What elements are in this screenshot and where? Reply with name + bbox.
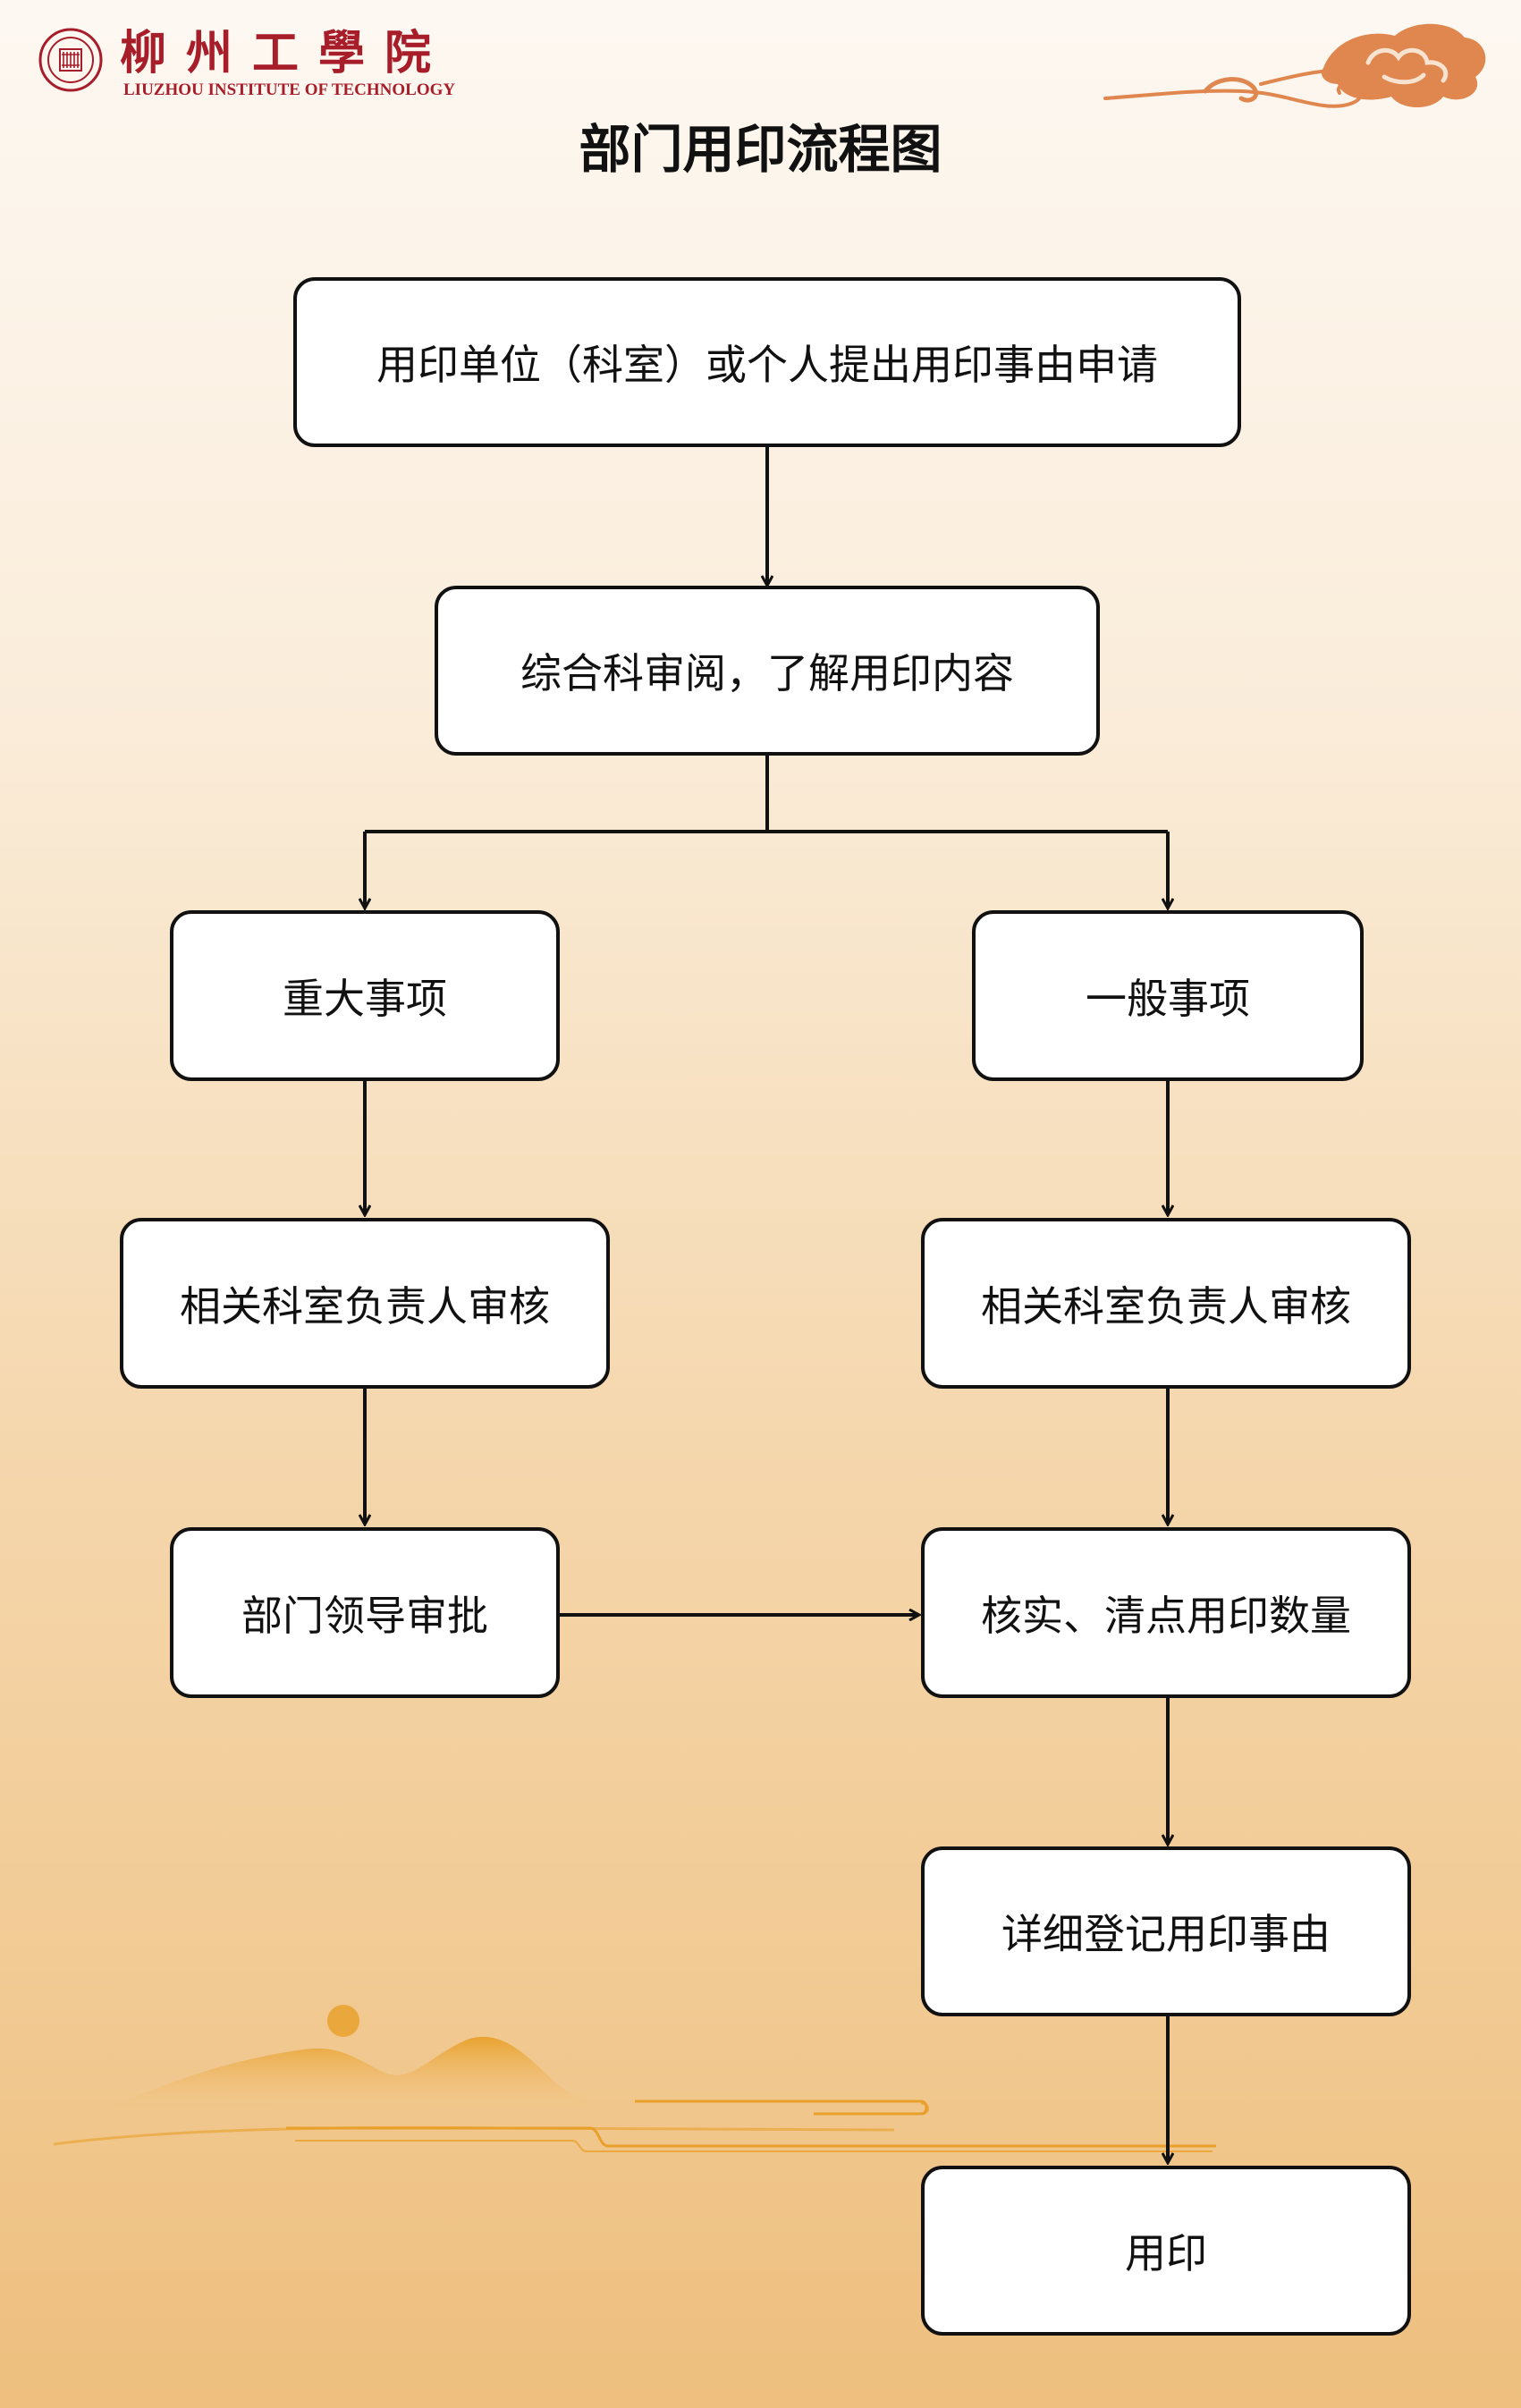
node-general-head-review: 相关科室负责人审核 — [921, 1218, 1411, 1389]
node-stamp: 用印 — [921, 2166, 1411, 2336]
institute-name-cn: 柳州工學院 — [120, 26, 452, 80]
institute-name-en: LIUZHOU INSTITUTE OF TECHNOLOGY — [123, 80, 456, 99]
page-title: 部门用印流程图 — [579, 119, 942, 180]
node-register: 详细登记用印事由 — [921, 1846, 1411, 2016]
node-major-head-review: 相关科室负责人审核 — [120, 1218, 610, 1389]
node-major-matter: 重大事项 — [170, 910, 560, 1081]
cloud-decoration — [1103, 23, 1486, 108]
node-general-matter: 一般事项 — [972, 910, 1364, 1081]
mountain-decoration — [53, 2005, 1216, 2152]
node-apply: 用印单位（科室）或个人提出用印事由申请 — [293, 277, 1241, 447]
node-dept-leader-approve: 部门领导审批 — [170, 1527, 560, 1698]
institute-seal-icon — [38, 28, 103, 92]
institute-logo: 柳州工學院 LIUZHOU INSTITUTE OF TECHNOLOGY — [38, 21, 458, 102]
node-review: 综合科审阅，了解用印内容 — [435, 586, 1100, 756]
node-verify-count: 核实、清点用印数量 — [921, 1527, 1411, 1698]
